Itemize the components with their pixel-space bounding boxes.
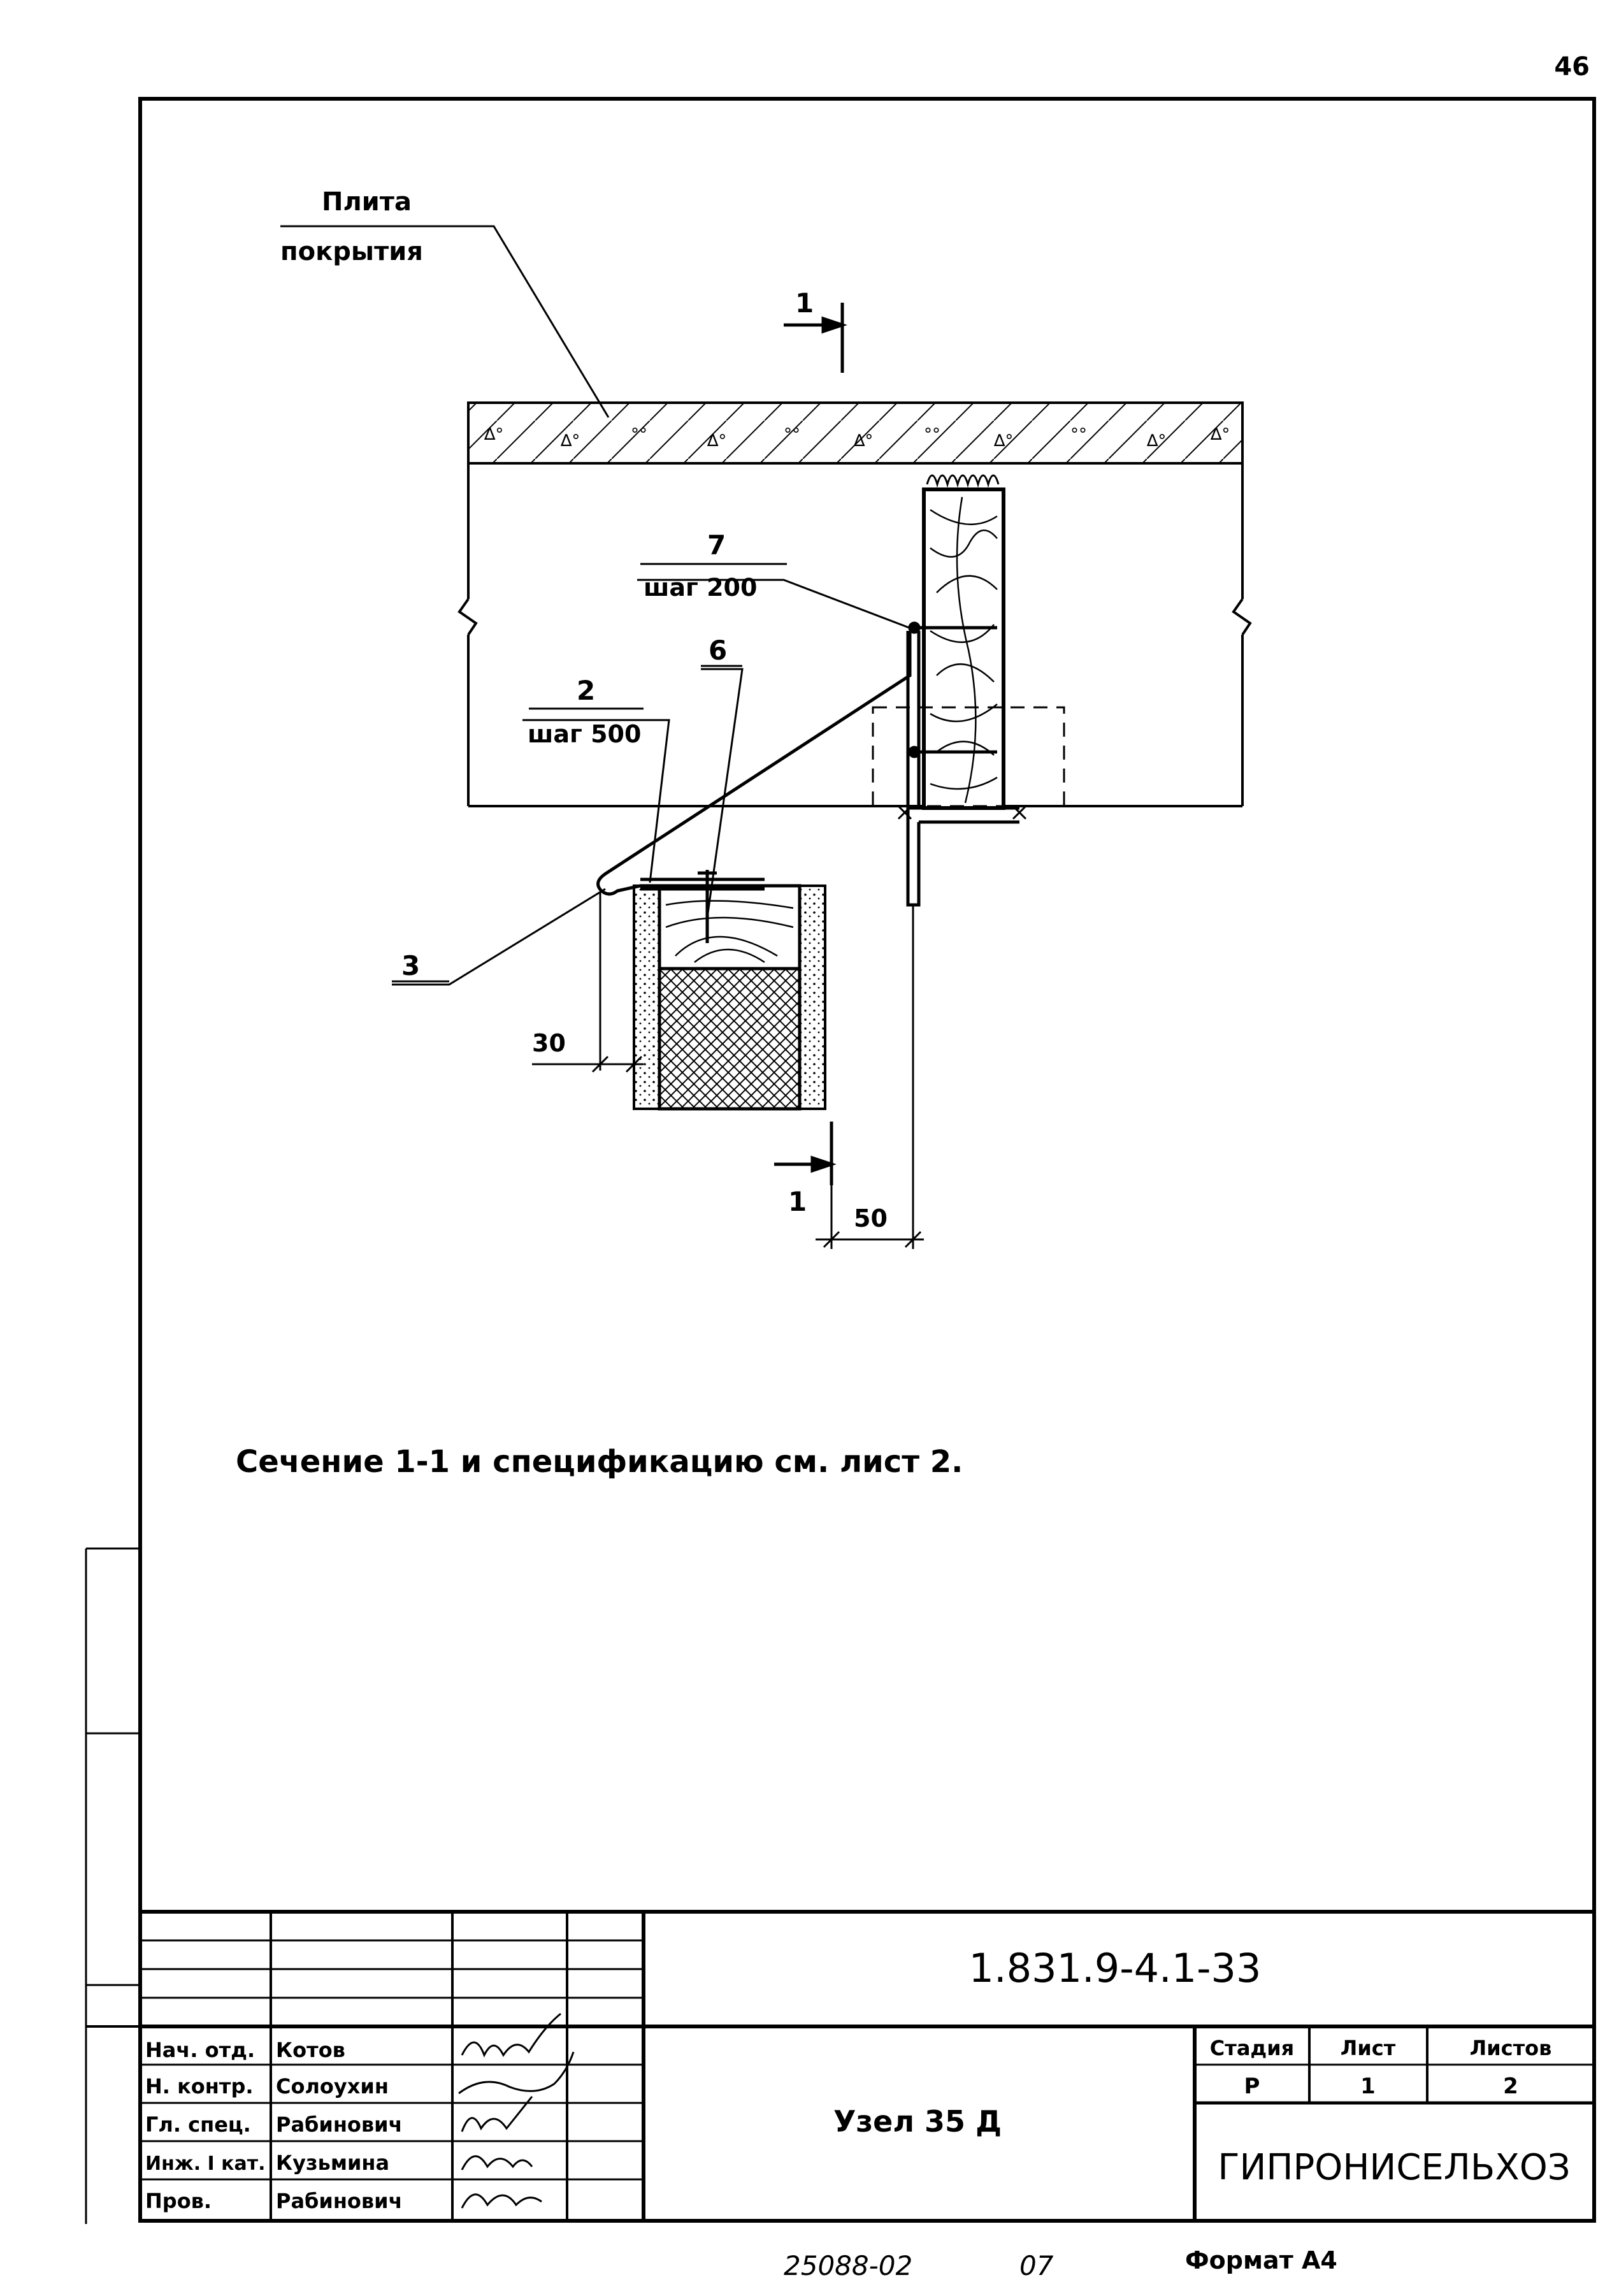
name-cell: Кузьмина	[276, 2151, 389, 2175]
svg-text:∆°: ∆°	[993, 431, 1013, 451]
dimension-50	[816, 905, 924, 1249]
label-item-7-step: шаг 200	[644, 574, 757, 602]
beam-outline	[457, 463, 1252, 807]
role-cell: Гл. спец.	[145, 2112, 251, 2137]
upper-timber	[922, 487, 1005, 810]
title-block	[86, 1910, 1594, 2221]
leader-lines	[280, 225, 918, 986]
label-item-2-step: шаг 500	[528, 720, 641, 748]
organization-name: ГИПРОНИСЕЛЬХОЗ	[1218, 2147, 1570, 2188]
label-slab-line2: покрытия	[280, 237, 423, 266]
inventory-number: 25088-02	[784, 2250, 912, 2281]
drawing-frame	[138, 97, 1596, 2223]
section-marker-top	[784, 303, 847, 373]
name-cell: Рабинович	[276, 2189, 403, 2213]
drawing-title: Узел 35 Д	[833, 2104, 1002, 2139]
section-label-top: 1	[795, 287, 814, 319]
svg-text:∆°: ∆°	[707, 431, 726, 451]
role-cell: Пров.	[145, 2189, 212, 2213]
svg-text:∆°: ∆°	[853, 431, 873, 451]
dashed-element	[872, 706, 1065, 807]
detail-drawing: ∆° ∆° °° ∆° °° ∆° °° ∆° °° ∆° ∆°	[280, 187, 1252, 1249]
name-cell: Рабинович	[276, 2112, 403, 2137]
inventory-suffix: 07	[1019, 2250, 1054, 2281]
name-cell: Котов	[276, 2038, 345, 2062]
approval-table: Нач. отд. Котов Н. контр. Солоухин Гл. с…	[145, 2038, 403, 2213]
svg-text:°°: °°	[631, 425, 647, 444]
label-item-6: 6	[709, 635, 727, 666]
fasteners	[908, 621, 997, 758]
svg-text:°°: °°	[784, 425, 800, 444]
sheets-value: 2	[1503, 2074, 1518, 2099]
stage-value: Р	[1244, 2074, 1260, 2099]
svg-text:∆°: ∆°	[484, 425, 503, 444]
role-cell: Нач. отд.	[145, 2038, 255, 2062]
role-cell: Инж. I кат.	[145, 2153, 266, 2175]
format-label: Формат А4	[1185, 2246, 1337, 2274]
svg-text:°°: °°	[1070, 425, 1087, 444]
label-item-2: 2	[577, 675, 595, 706]
binding-strip	[85, 1547, 140, 2224]
svg-text:∆°: ∆°	[560, 431, 580, 451]
label-item-3: 3	[401, 950, 420, 981]
label-item-7: 7	[707, 530, 726, 561]
flashing-strip	[596, 631, 912, 896]
lower-wall-panel	[633, 884, 826, 1111]
sealant-loops	[926, 474, 1000, 488]
stage-header: Стадия	[1210, 2036, 1294, 2060]
weld-marks	[897, 805, 1027, 820]
section-label-bottom: 1	[788, 1186, 807, 1217]
sheets-header: Листов	[1470, 2036, 1552, 2060]
svg-text:∆°: ∆°	[1146, 431, 1166, 451]
dimension-50-label: 50	[854, 1204, 888, 1232]
drawing-note: Сечение 1-1 и спецификацию см. лист 2.	[236, 1444, 963, 1480]
dimension-30	[532, 892, 644, 1073]
document-code: 1.831.9-4.1-33	[969, 1945, 1262, 1991]
sheet-value: 1	[1360, 2074, 1376, 2099]
sheet-header: Лист	[1341, 2036, 1396, 2060]
svg-text:°°: °°	[924, 425, 940, 444]
roof-slab: ∆° ∆° °° ∆° °° ∆° °° ∆° °° ∆° ∆°	[467, 401, 1244, 465]
label-slab-line1: Плита	[322, 187, 412, 217]
signatures	[458, 2012, 575, 2209]
name-cell: Солоухин	[276, 2074, 389, 2098]
dimension-30-label: 30	[532, 1029, 566, 1057]
section-marker-bottom	[774, 1122, 837, 1185]
role-cell: Н. контр.	[145, 2074, 254, 2098]
svg-text:∆°: ∆°	[1210, 425, 1230, 444]
sheet-number: 46	[1554, 52, 1590, 82]
